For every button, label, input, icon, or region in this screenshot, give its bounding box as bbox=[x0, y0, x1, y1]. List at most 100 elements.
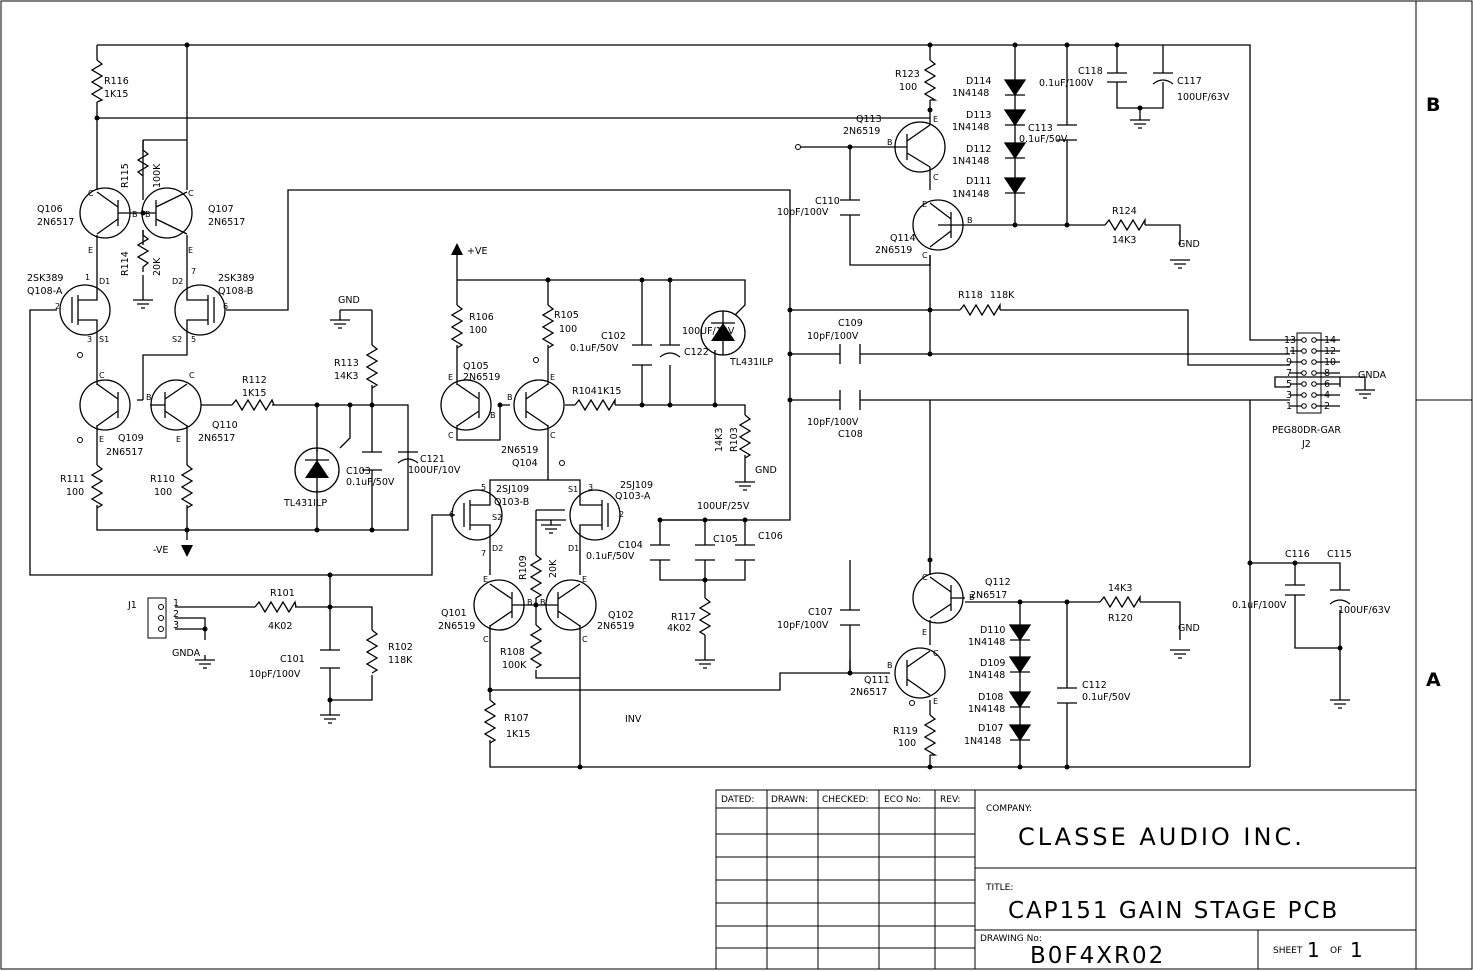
r101-value: 4K02 bbox=[268, 621, 292, 632]
r113-ref: R113 bbox=[334, 358, 359, 369]
j2-pin-3: 3 bbox=[1286, 390, 1292, 401]
r116-value: 1K15 bbox=[104, 89, 128, 100]
svg-text:S1: S1 bbox=[99, 335, 109, 344]
c102-value: 0.1uF/50V bbox=[570, 343, 619, 354]
r110-ref: R110 bbox=[150, 474, 175, 485]
svg-text:B: B bbox=[132, 210, 138, 219]
r109-value: 20K bbox=[548, 559, 559, 578]
d113-part: 1N4148 bbox=[952, 122, 989, 133]
tb-header-rev: REV: bbox=[940, 795, 960, 805]
diode-labels: D114 1N4148 D113 1N4148 D112 1N4148 D111… bbox=[952, 76, 1005, 747]
j2-pin-6: 6 bbox=[1324, 379, 1330, 390]
d113-ref: D113 bbox=[966, 110, 991, 121]
j2-pin-8: 8 bbox=[1324, 368, 1330, 379]
tb-company-label: COMPANY: bbox=[986, 804, 1032, 814]
c103-ref: C103 bbox=[346, 466, 371, 477]
tb-sheet-no: 1 bbox=[1307, 938, 1320, 962]
j1-connector: J1 1 2 3 GNDA bbox=[127, 597, 201, 659]
zone-b-label: B bbox=[1426, 94, 1440, 116]
c101-ref: C101 bbox=[280, 654, 305, 665]
r111-ref: R111 bbox=[60, 474, 85, 485]
svg-text:E: E bbox=[582, 575, 587, 584]
svg-text:C: C bbox=[483, 635, 489, 644]
r105-ref: R105 bbox=[554, 310, 579, 321]
c117-ref: C117 bbox=[1177, 76, 1202, 87]
c113-ref: C113 bbox=[1028, 123, 1053, 134]
r118-value: 118K bbox=[990, 290, 1015, 301]
c104-ref: C104 bbox=[618, 540, 643, 551]
j2-pin-12: 12 bbox=[1324, 346, 1336, 357]
svg-text:7: 7 bbox=[481, 549, 486, 558]
svg-text:E: E bbox=[933, 697, 938, 706]
j2-pin-4: 4 bbox=[1324, 390, 1330, 401]
junction-dots bbox=[94, 42, 1343, 770]
j2-part: PEG80DR-GAR bbox=[1272, 425, 1341, 436]
svg-text:B: B bbox=[887, 661, 893, 670]
r120-value: 14K3 bbox=[1108, 583, 1132, 594]
gnd-label-r103: GND bbox=[755, 465, 777, 476]
d110-part: 1N4148 bbox=[968, 637, 1005, 648]
tb-header-dated: DATED: bbox=[721, 795, 754, 805]
open-terminals bbox=[77, 144, 915, 706]
gnd-label-r120: GND bbox=[1178, 623, 1200, 634]
j2-pin-1: 1 bbox=[1286, 401, 1292, 412]
r107-value: 1K15 bbox=[506, 729, 530, 740]
q108a-part: 2SK389 bbox=[27, 273, 63, 284]
tb-company: CLASSE AUDIO INC. bbox=[1018, 823, 1305, 851]
j1-gnda-label: GNDA bbox=[172, 648, 201, 659]
capacitor-symbols bbox=[320, 72, 1351, 704]
diode-symbols bbox=[1003, 75, 1032, 745]
r119-ref: R119 bbox=[893, 726, 918, 737]
r103-ref: R103 bbox=[729, 427, 740, 452]
d112-part: 1N4148 bbox=[952, 156, 989, 167]
r110-value: 100 bbox=[154, 487, 172, 498]
svg-text:C: C bbox=[189, 371, 195, 380]
q111-ref: Q111 bbox=[864, 675, 890, 686]
c121-ref: C121 bbox=[420, 454, 445, 465]
r117-ref: R117 bbox=[671, 612, 696, 623]
j2-pin-14: 14 bbox=[1324, 335, 1336, 346]
capacitor-labels: C102 0.1uF/50V C122 100UF/10V C103 0.1uF… bbox=[249, 66, 1391, 703]
svg-text:3: 3 bbox=[87, 335, 92, 344]
q109-ref: Q109 bbox=[118, 433, 144, 444]
pos-supply-label: +VE bbox=[467, 246, 487, 257]
q106-ref: Q106 bbox=[37, 204, 63, 215]
r104-ref: R104 bbox=[572, 386, 597, 397]
svg-text:D1: D1 bbox=[568, 544, 579, 553]
c116-value: 0.1uF/100V bbox=[1232, 600, 1287, 611]
j2-pin-11: 11 bbox=[1284, 346, 1296, 357]
c107-ref: C107 bbox=[808, 607, 833, 618]
d110-ref: D110 bbox=[980, 625, 1005, 636]
c107-value: 10pF/100V bbox=[777, 620, 829, 631]
q102-part: 2N6519 bbox=[597, 621, 634, 632]
q101-ref: Q101 bbox=[441, 608, 467, 619]
r115-value: 100K bbox=[152, 163, 163, 188]
q107-ref: Q107 bbox=[208, 204, 234, 215]
q111-part: 2N6517 bbox=[850, 687, 887, 698]
svg-text:C: C bbox=[922, 251, 928, 260]
r114-value: 20K bbox=[152, 257, 163, 276]
svg-text:C: C bbox=[933, 649, 939, 658]
q103b-ref: Q103-B bbox=[494, 497, 529, 508]
q106-part: 2N6517 bbox=[37, 217, 74, 228]
r118-ref: R118 bbox=[958, 290, 983, 301]
q104-ref: Q104 bbox=[512, 458, 538, 469]
r115-ref: R115 bbox=[120, 163, 131, 188]
d109-ref: D109 bbox=[980, 658, 1005, 669]
tb-of-label: OF bbox=[1330, 946, 1342, 956]
svg-text:D1: D1 bbox=[99, 277, 110, 286]
c108-value: 10pF/100V bbox=[807, 417, 859, 428]
c121-value: 100UF/10V bbox=[408, 465, 461, 476]
svg-text:B: B bbox=[540, 598, 546, 607]
r107-ref: R107 bbox=[504, 713, 529, 724]
r109-ref: R109 bbox=[518, 555, 529, 580]
j2-gnda-label: GNDA bbox=[1358, 370, 1387, 381]
c104-value: 0.1uF/50V bbox=[586, 551, 635, 562]
q112-part: 2N6517 bbox=[970, 590, 1007, 601]
c116-ref: C116 bbox=[1285, 549, 1310, 560]
svg-text:S1: S1 bbox=[568, 485, 578, 494]
r123-ref: R123 bbox=[895, 69, 920, 80]
c113-value: 0.1uF/50V bbox=[1019, 134, 1068, 145]
r102-value: 118K bbox=[388, 655, 413, 666]
